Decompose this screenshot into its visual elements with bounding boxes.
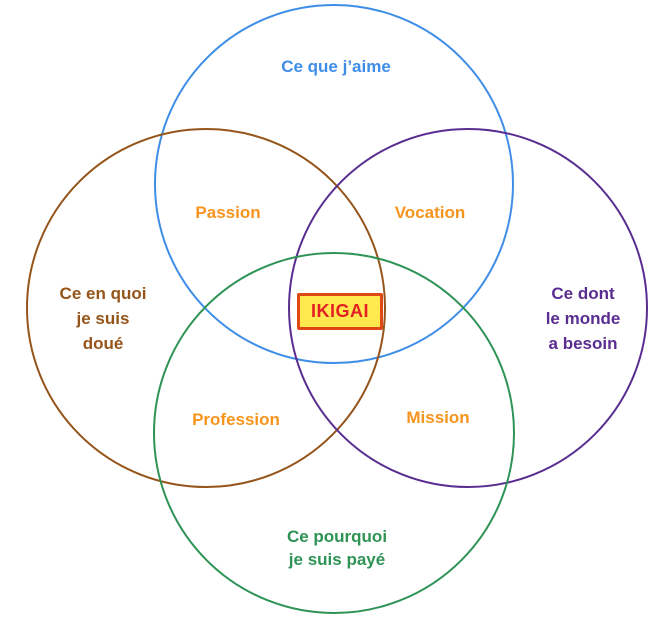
label-line: Ce pourquoi: [286, 527, 388, 546]
circle-what-i-love: [154, 4, 514, 364]
label-line: a besoin: [548, 334, 618, 353]
label-passion: Passion: [195, 203, 261, 222]
label-what-i-love: Ce que j’aime: [281, 56, 391, 78]
circle-what-i-am-paid-for: [153, 252, 515, 614]
label-line: je suis: [76, 309, 130, 328]
label-line: le monde: [545, 309, 621, 328]
label-what-i-am-paid-for: Ce pourquoi je suis payé: [287, 525, 387, 571]
label-line: Ce que j’aime: [281, 57, 391, 76]
label-mission: Mission: [406, 408, 470, 427]
label-what-i-am-good-at: Ce en quoi je suis doué: [60, 281, 147, 356]
label-vocation: Vocation: [394, 203, 466, 222]
label-line: je suis payé: [288, 550, 386, 569]
circle-what-i-am-good-at: [26, 128, 386, 488]
label-line: doué: [82, 334, 124, 353]
label-line: Ce en quoi: [59, 284, 147, 303]
circle-what-the-world-needs: [288, 128, 648, 488]
label-profession: Profession: [192, 410, 280, 429]
ikigai-label: IKIGAI: [310, 301, 369, 321]
label-what-the-world-needs: Ce dont le monde a besoin: [546, 281, 621, 356]
ikigai-center-box: IKIGAI: [297, 293, 383, 330]
label-line: Ce dont: [551, 284, 615, 303]
